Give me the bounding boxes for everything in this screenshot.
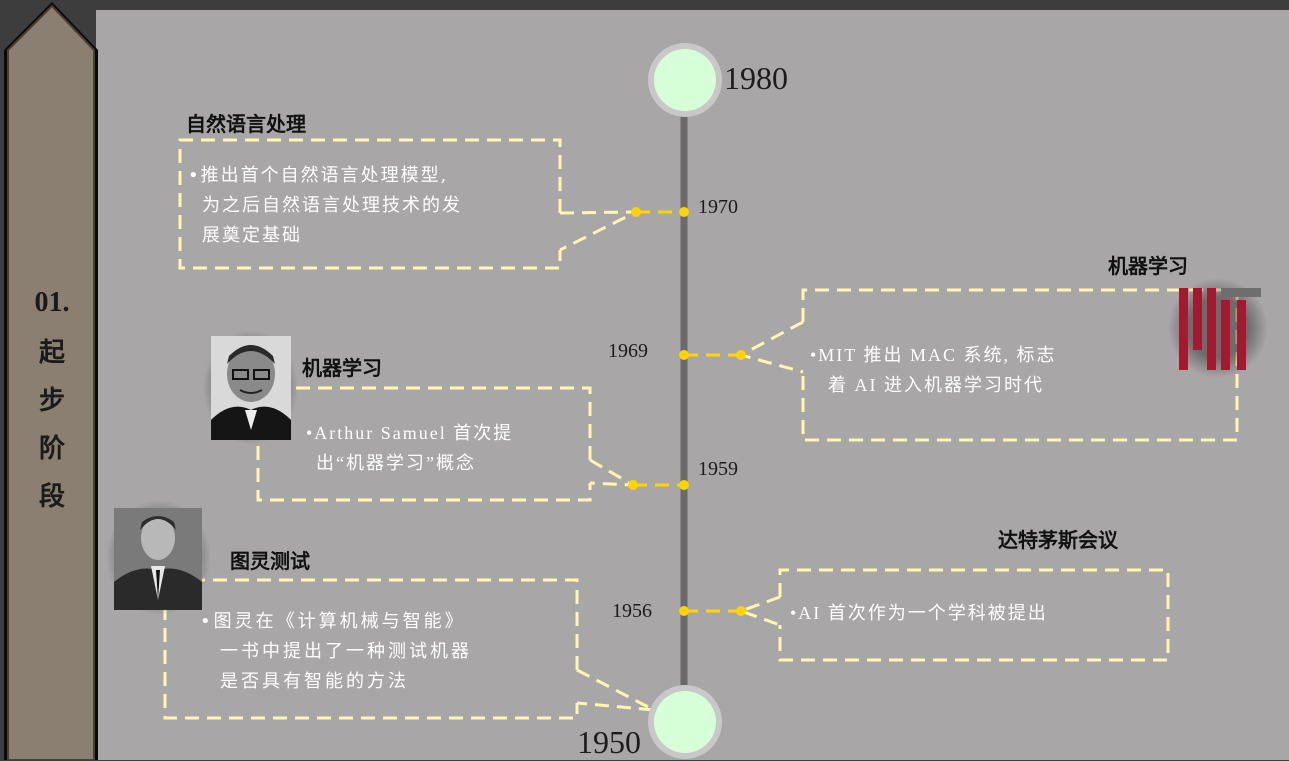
end-year: 1980 <box>724 60 788 96</box>
dot-1970-a <box>631 207 641 217</box>
nlp-line: 展奠定基础 <box>202 225 302 246</box>
dartmouth-box <box>778 568 1170 662</box>
turing-connector <box>576 668 655 712</box>
mit-connector <box>736 320 804 374</box>
turing-portrait-image <box>106 500 211 615</box>
nlp-description: •推出首个自然语言处理模型, 为之后自然语言处理技术的发 展奠定基础 <box>188 161 462 251</box>
year-1956: 1956 <box>612 600 652 622</box>
section-title-char: 起 <box>38 338 65 368</box>
year-1969: 1969 <box>608 340 648 362</box>
year-1959: 1959 <box>698 458 738 480</box>
nlp-line: 为之后自然语言处理技术的发 <box>202 195 462 216</box>
section-number: 01. <box>34 287 70 318</box>
section-tab <box>4 2 98 760</box>
nlp-heading: 自然语言处理 <box>186 112 306 136</box>
section-title-char: 段 <box>38 482 65 512</box>
dot-1970-b <box>679 207 689 217</box>
section-title-char: 阶 <box>38 434 65 464</box>
samuel-line: •Arthur Samuel 首次提 <box>306 423 514 443</box>
turing-heading: 图灵测试 <box>230 549 310 573</box>
samuel-line: 出“机器学习”概念 <box>316 453 476 473</box>
mit-heading: 机器学习 <box>1108 254 1188 278</box>
nlp-box <box>178 138 562 270</box>
dot-1959-b <box>679 480 689 490</box>
turing-box <box>163 578 579 720</box>
dot-1956-a <box>679 606 689 616</box>
samuel-heading: 机器学习 <box>302 356 382 380</box>
dot-1969-b <box>736 350 746 360</box>
turing-line: 一书中提出了一种测试机器 <box>220 641 472 662</box>
section-title-char: 步 <box>38 386 65 416</box>
dot-1956-b <box>736 606 746 616</box>
turing-description: •图灵在《计算机械与智能》 一书中提出了一种测试机器 是否具有智能的方法 <box>200 607 472 697</box>
nlp-connector <box>559 210 637 252</box>
dartmouth-heading: 达特茅斯会议 <box>998 528 1118 552</box>
start-year: 1950 <box>577 724 641 760</box>
turing-line: 是否具有智能的方法 <box>220 671 409 692</box>
nlp-line: •推出首个自然语言处理模型, <box>188 165 449 186</box>
mit-line: •MIT 推出 MAC 系统, 标志 <box>810 345 1057 365</box>
dartmouth-connector <box>736 595 781 627</box>
samuel-portrait-image <box>203 330 298 445</box>
dot-1969-a <box>679 350 689 360</box>
turing-line: •图灵在《计算机械与智能》 <box>200 611 466 632</box>
dartmouth-description: •AI 首次作为一个学科被提出 <box>790 598 1048 628</box>
circle-1950-inner <box>654 691 716 753</box>
circle-1980-inner <box>654 49 716 111</box>
mit-line: 着 AI 进入机器学习时代 <box>828 375 1044 395</box>
dartmouth-line: •AI 首次作为一个学科被提出 <box>790 603 1048 623</box>
samuel-connector <box>589 458 634 487</box>
dot-1959-a <box>628 480 638 490</box>
mit-logo <box>1168 278 1268 378</box>
section-label: 01. 起 步 阶 段 <box>26 283 78 521</box>
year-1970: 1970 <box>698 196 738 218</box>
samuel-description: •Arthur Samuel 首次提 出“机器学习”概念 <box>306 418 513 478</box>
mit-description: •MIT 推出 MAC 系统, 标志 着 AI 进入机器学习时代 <box>810 340 1056 400</box>
